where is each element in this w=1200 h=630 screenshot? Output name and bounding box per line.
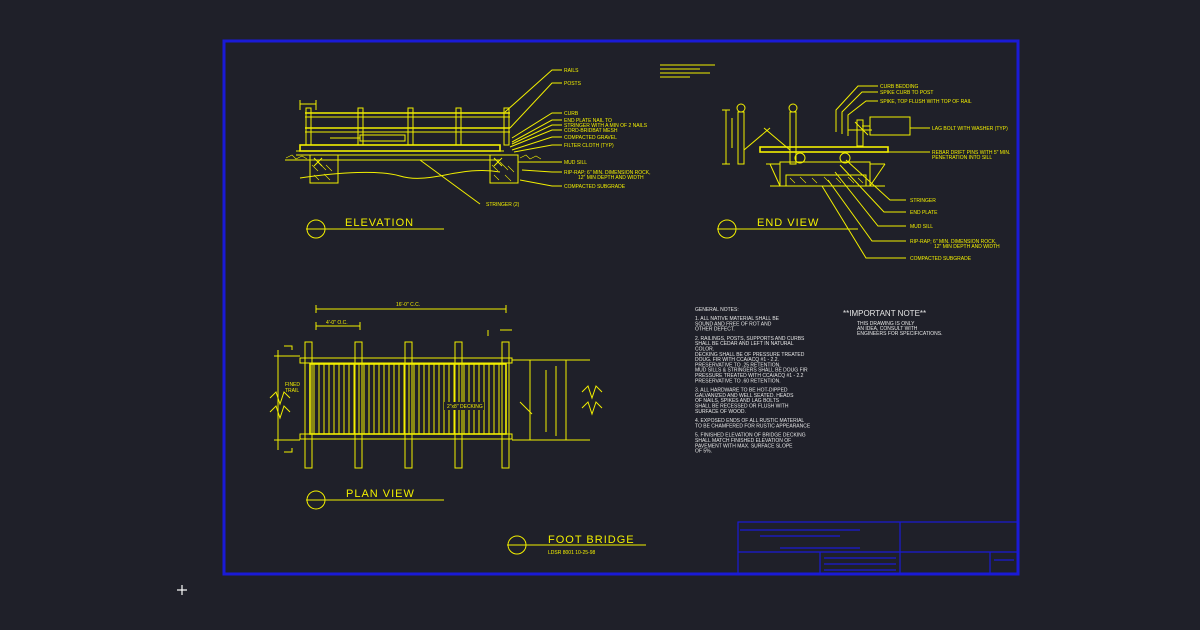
plan-left-note-0: FINED	[285, 382, 300, 388]
header-notes	[660, 64, 715, 78]
elevation-callout-3: END PLATE NAIL TO	[564, 118, 612, 124]
endview-bottom-5: COMPACTED SUBGRADE	[910, 256, 972, 262]
elevation-callout-10: 12" MIN DEPTH AND WIDTH	[578, 175, 644, 181]
crosshair-cursor-icon	[177, 585, 187, 595]
plan-view: 16'-0" C.C. 4'-0" O.C. 2"x8" DECKING FIN…	[269, 302, 603, 510]
elevation-callout-5: CORD-BRIDBAT MESH	[564, 128, 618, 134]
general-note-4-line-1: TO BE CHAMFERED FOR RUSTIC APPEARANCE	[695, 423, 811, 429]
title-block	[737, 521, 1019, 575]
stringer-label: STRINGER (2)	[486, 202, 520, 208]
general-notes: GENERAL NOTES: 1. ALL NATIVE MATERIAL SH…	[695, 307, 811, 455]
endview-lagbolt: LAG BOLT WITH WASHER (TYP)	[932, 126, 1008, 132]
elevation-title: ELEVATION	[345, 217, 414, 229]
plan-left-note-1: TRAIL	[285, 388, 299, 394]
general-note-2-line-4: DOUG. FIR WITH CCA/ACQ #1 - 2.2.	[695, 357, 779, 363]
elevation-callout-2: CURB	[564, 111, 579, 117]
endview-bottom-0: STRINGER	[910, 198, 936, 204]
general-note-3-line-0: 3. ALL HARDWARE TO BE HOT-DIPPED	[695, 388, 788, 394]
general-note-2-line-6: MUD SILLS & STRINGERS SHALL BE DOUG FIR	[695, 368, 808, 374]
general-note-5-line-0: 5. FINISHED ELEVATION OF BRIDGE DECKING	[695, 433, 806, 439]
endview-bottom-3: RIP-RAP; 6" MIN. DIMENSION ROCK,	[910, 239, 997, 245]
elevation-callout-4: STRINGER WITH A MIN OF 2 NAILS	[564, 123, 648, 129]
general-note-2-line-7: PRESSURE TREATED WITH CCA/ACQ #1 - 2.2	[695, 373, 804, 379]
elevation-callout-0: RAILS	[564, 68, 579, 74]
elevation-callout-11: COMPACTED SUBGRADE	[564, 184, 626, 190]
general-notes-heading: GENERAL NOTES:	[695, 307, 739, 313]
elevation-callout-6: COMPACTED GRAVEL	[564, 135, 617, 141]
general-note-2-line-5: PRESERVATIVE TO .25 RETENTION.	[695, 362, 781, 368]
general-note-3-line-1: GALVANIZED AND WELL SEATED. HEADS	[695, 393, 794, 399]
important-note-line-0: THIS DRAWING IS ONLY	[857, 321, 915, 327]
general-note-3-line-4: SURFACE OF WOOD.	[695, 409, 746, 415]
important-note-heading: **IMPORTANT NOTE**	[843, 309, 926, 318]
endview-title: END VIEW	[757, 217, 819, 229]
general-note-5-line-3: OF 5%.	[695, 449, 712, 455]
elevation-callout-1: POSTS	[564, 81, 582, 87]
endview-rebar-0: REBAR DRIFT PINS WITH 5" MIN.	[932, 150, 1010, 156]
drawing-title: FOOT BRIDGE LDSR 8001 10-25-98	[507, 534, 646, 556]
important-note: **IMPORTANT NOTE** THIS DRAWING IS ONLY …	[843, 309, 942, 337]
general-note-2-line-2: COLOR.	[695, 347, 714, 353]
general-note-1-line-1: SOUND AND FREE OF ROT AND	[695, 321, 772, 327]
sheet-border	[222, 39, 1020, 576]
general-note-2-line-8: PRESERVATIVE TO .60 RETENTION.	[695, 378, 781, 384]
elevation-callout-9: RIP-RAP; 6" MIN. DIMENSION ROCK,	[564, 170, 651, 176]
end-view: CURB BEDDING SPIKE CURB TO POST SPIKE, T…	[717, 84, 1010, 262]
elevation-callout-7: FILTER CLOTH (TYP)	[564, 143, 614, 149]
general-note-1-line-0: 1. ALL NATIVE MATERIAL SHALL BE	[695, 316, 780, 322]
plan-post-dim: 4'-0" O.C.	[326, 320, 348, 326]
endview-callout-2: SPIKE, TOP FLUSH WITH TOP OF RAIL	[880, 99, 972, 105]
general-note-2-line-1: SHALL BE CEDAR AND LEFT IN NATURAL	[695, 341, 794, 347]
plan-decking-label: 2"x8" DECKING	[447, 404, 483, 410]
important-note-line-1: AN IDEA, CONSULT WITH	[857, 326, 918, 332]
foot-bridge-title: FOOT BRIDGE	[548, 534, 635, 546]
general-note-3-line-3: SHALL BE RECESSED OR FLUSH WITH	[695, 404, 789, 410]
elevation-callout-8: MUD SILL	[564, 160, 587, 166]
general-note-2-line-3: DECKING SHALL BE OF PRESSURE TREATED	[695, 352, 805, 358]
important-note-line-2: ENGINEERS FOR SPECIFICATIONS.	[857, 331, 942, 337]
endview-callout-0: CURB BEDDING	[880, 84, 918, 90]
drawing-code: LDSR 8001 10-25-98	[548, 550, 595, 556]
endview-rebar-1: PENETRATION INTO SILL	[932, 155, 992, 161]
endview-bottom-4: 12" MIN DEPTH AND WIDTH	[934, 244, 1000, 250]
general-note-5-line-2: PAVEMENT WITH MAX. SURFACE SLOPE	[695, 443, 793, 449]
endview-bottom-2: MUD SILL	[910, 224, 933, 230]
general-note-2-line-0: 2. RAILINGS, POSTS, SUPPORTS AND CURBS	[695, 336, 805, 342]
plan-top-dim: 16'-0" C.C.	[396, 302, 420, 308]
endview-bottom-1: END PLATE	[910, 210, 938, 216]
general-note-5-line-1: SHALL MATCH FINISHED ELEVATION OF	[695, 438, 791, 444]
general-note-3-line-2: OF NAILS, SPIKES AND LAG BOLTS	[695, 398, 780, 404]
general-note-4-line-0: 4. EXPOSED ENDS OF ALL RUSTIC MATERIAL	[695, 418, 804, 424]
general-note-1-line-2: OTHER DEFECT.	[695, 327, 735, 333]
endview-callout-1: SPIKE CURB TO POST	[880, 90, 933, 96]
planview-title: PLAN VIEW	[346, 488, 415, 500]
